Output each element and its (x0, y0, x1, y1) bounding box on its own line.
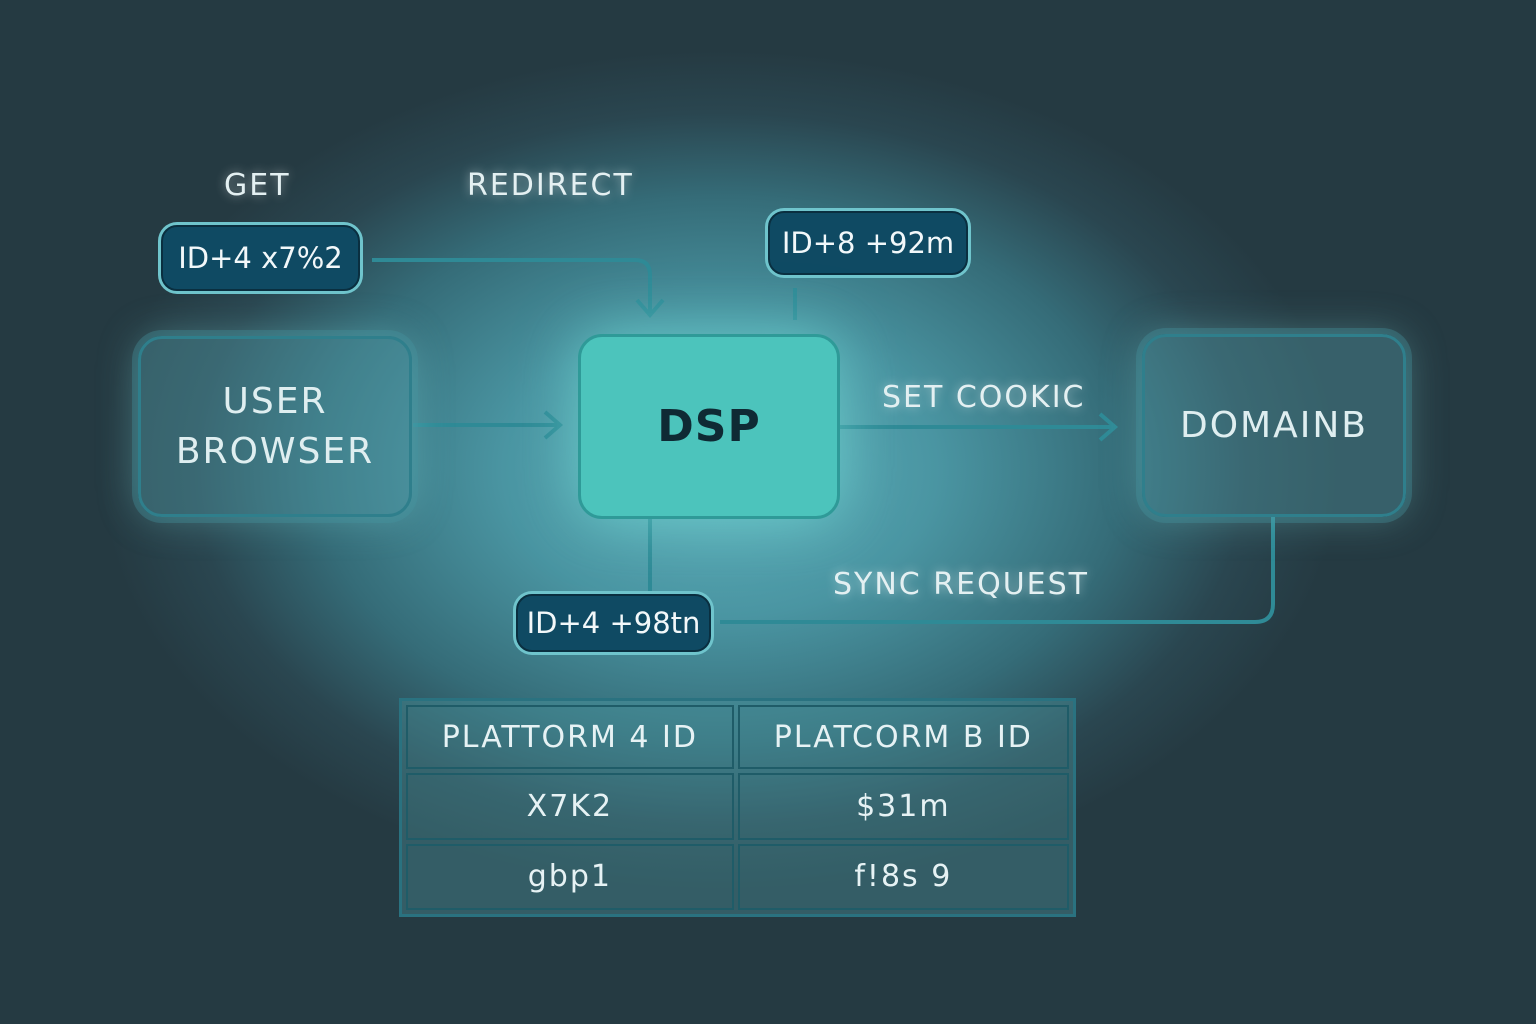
domain-b-label: DOMAINB (1180, 404, 1368, 446)
sync-request-line (720, 516, 1275, 624)
id-mapping-table: PLATTORM 4 ID PLATCORM B ID X7K2 $31m gb… (399, 698, 1076, 917)
table-cell: X7K2 (406, 773, 734, 840)
id-badge-a: ID+4 x7%2 (161, 225, 360, 291)
get-label: GET (224, 168, 291, 203)
table-cell: $31m (737, 773, 1069, 840)
user-browser-line1: USER (222, 380, 328, 422)
domain-b-node: DOMAINB (1142, 334, 1406, 517)
sync-request-label: SYNC REQUEST (833, 567, 1089, 602)
table-row: gbp1 f!8s 9 (406, 843, 1069, 910)
table-header-row: PLATTORM 4 ID PLATCORM B ID (406, 705, 1069, 769)
redirect-label: REDIRECT (467, 168, 634, 203)
redirect-arrow (372, 258, 652, 315)
set-cookie-label: SET COOKIC (882, 380, 1086, 415)
user-browser-line2: BROWSER (175, 430, 375, 472)
user-browser-node: USER BROWSER (138, 336, 412, 517)
table-cell: gbp1 (406, 843, 734, 910)
header-platform-b: PLATCORM B ID (737, 705, 1069, 769)
id-badge-top: ID+8 +92m (768, 211, 968, 275)
id-badge-bottom: ID+4 +98tn (516, 594, 711, 652)
dsp-node: DSP (578, 334, 840, 519)
table-row: X7K2 $31m (406, 773, 1069, 840)
dsp-label: DSP (657, 400, 761, 452)
table-cell: f!8s 9 (737, 843, 1069, 910)
header-platform-a: PLATTORM 4 ID (406, 705, 734, 769)
